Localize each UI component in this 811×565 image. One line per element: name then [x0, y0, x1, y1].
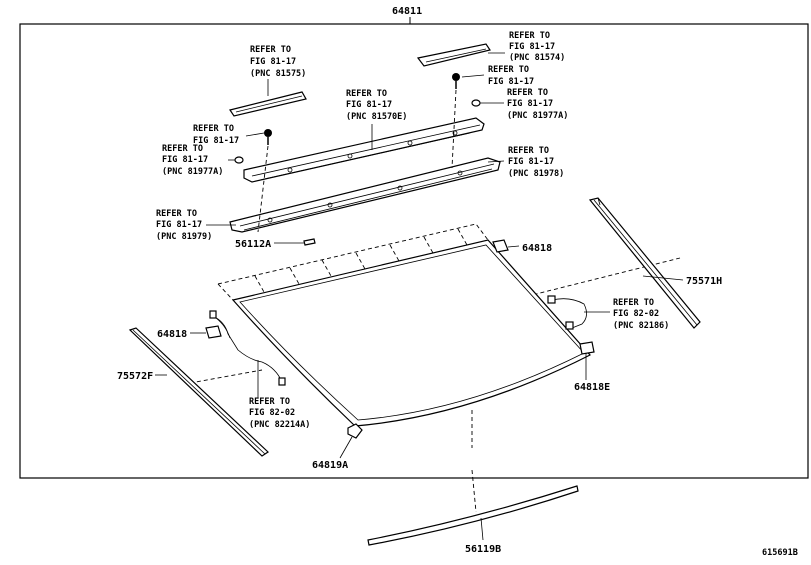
part-label-64818-top[interactable]: 64818	[522, 243, 552, 254]
ref-81570e: REFER TO FIG 81-17 (PNC 81570E)	[346, 89, 407, 122]
svg-text:FIG 82-02: FIG 82-02	[249, 408, 295, 418]
svg-text:FIG 81-17: FIG 81-17	[488, 77, 534, 87]
wire-harness-82186	[547, 295, 610, 330]
ref-81575: REFER TO FIG 81-17 (PNC 81575)	[250, 45, 306, 79]
svg-text:FIG 81-17: FIG 81-17	[509, 42, 555, 52]
svg-text:REFER TO: REFER TO	[250, 45, 291, 55]
part-label-64819a[interactable]: 64819A	[312, 460, 348, 471]
part-label-64818e[interactable]: 64818E	[574, 382, 610, 393]
side-molding-left	[128, 327, 269, 457]
clip-left	[234, 156, 244, 164]
bolt-right-guide	[451, 89, 457, 169]
spacer-64818-left	[205, 325, 222, 339]
spacer-64818e	[579, 341, 595, 355]
svg-text:REFER TO: REFER TO	[249, 397, 290, 407]
trim-strip-81574	[416, 43, 491, 67]
svg-text:REFER TO: REFER TO	[488, 65, 529, 75]
svg-text:(PNC 82186): (PNC 82186)	[613, 321, 669, 331]
svg-text:FIG 81-17: FIG 81-17	[162, 155, 208, 165]
part-label-75572f[interactable]: 75572F	[117, 371, 153, 382]
ref-82186: REFER TO FIG 82-02 (PNC 82186)	[613, 298, 669, 331]
part-label-56112a[interactable]: 56112A	[235, 239, 271, 250]
svg-text:REFER TO: REFER TO	[507, 88, 548, 98]
svg-text:REFER TO: REFER TO	[346, 89, 387, 99]
ref-81977a-left: REFER TO FIG 81-17 (PNC 81977A)	[162, 144, 223, 177]
svg-text:REFER TO: REFER TO	[613, 298, 654, 308]
svg-text:(PNC 81977A): (PNC 81977A)	[507, 111, 568, 121]
svg-text:REFER TO: REFER TO	[508, 146, 549, 156]
side-molding-right	[588, 197, 701, 329]
header-panel-81978	[229, 157, 501, 233]
spacer-56112a	[303, 238, 316, 246]
header-rail-81570e	[243, 117, 485, 183]
svg-text:FIG 81-17: FIG 81-17	[507, 99, 553, 109]
svg-text:FIG 81-17: FIG 81-17	[508, 157, 554, 167]
spacer-64818-top	[492, 239, 509, 253]
ref-81977a-right: REFER TO FIG 81-17 (PNC 81977A)	[507, 88, 568, 121]
windshield-glass	[231, 239, 591, 427]
ref-81574: REFER TO FIG 81-17 (PNC 81574)	[509, 31, 565, 63]
svg-text:(PNC 81574): (PNC 81574)	[509, 53, 565, 63]
bolt-right	[452, 73, 460, 89]
part-label-75571h[interactable]: 75571H	[686, 276, 722, 287]
bolt-left-guide	[257, 145, 269, 233]
svg-text:(PNC 81978): (PNC 81978)	[508, 169, 564, 179]
svg-text:(PNC 81570E): (PNC 81570E)	[346, 112, 407, 122]
ref-81979: REFER TO FIG 81-17 (PNC 81979)	[156, 209, 212, 242]
cowl-molding	[367, 485, 579, 546]
figure-code: 615691B	[762, 548, 798, 558]
ref-82214a: REFER TO FIG 82-02 (PNC 82214A)	[249, 397, 310, 430]
spacer-64819a	[347, 423, 363, 439]
part-label-64818-left[interactable]: 64818	[157, 329, 187, 340]
svg-text:(PNC 81977A): (PNC 81977A)	[162, 167, 223, 177]
bolt-left	[264, 129, 272, 145]
ref-bolt-left: REFER TO FIG 81-17	[193, 124, 239, 146]
svg-text:(PNC 81575): (PNC 81575)	[250, 69, 306, 79]
svg-text:FIG 81-17: FIG 81-17	[250, 57, 296, 67]
ref-81978: REFER TO FIG 81-17 (PNC 81978)	[508, 146, 564, 179]
svg-text:FIG 82-02: FIG 82-02	[613, 309, 659, 319]
trim-strip-81575	[229, 91, 307, 117]
clip-right	[471, 99, 481, 107]
svg-text:(PNC 82214A): (PNC 82214A)	[249, 420, 310, 430]
svg-text:FIG 81-17: FIG 81-17	[346, 100, 392, 110]
svg-text:FIG 81-17: FIG 81-17	[193, 136, 239, 146]
assembly-frame	[19, 23, 809, 479]
reference-leaders	[155, 52, 684, 541]
svg-text:REFER TO: REFER TO	[156, 209, 197, 219]
wire-harness-82214a	[209, 310, 286, 398]
svg-text:REFER TO: REFER TO	[193, 124, 234, 134]
part-label-56119b[interactable]: 56119B	[465, 544, 501, 555]
svg-text:REFER TO: REFER TO	[509, 31, 550, 41]
svg-text:REFER TO: REFER TO	[162, 144, 203, 154]
ref-bolt-right: REFER TO FIG 81-17	[488, 65, 534, 87]
svg-text:FIG 81-17: FIG 81-17	[156, 220, 202, 230]
glass-guide-lines	[189, 223, 681, 513]
frame-part-number[interactable]: 64811	[392, 6, 422, 17]
svg-text:(PNC 81979): (PNC 81979)	[156, 232, 212, 242]
